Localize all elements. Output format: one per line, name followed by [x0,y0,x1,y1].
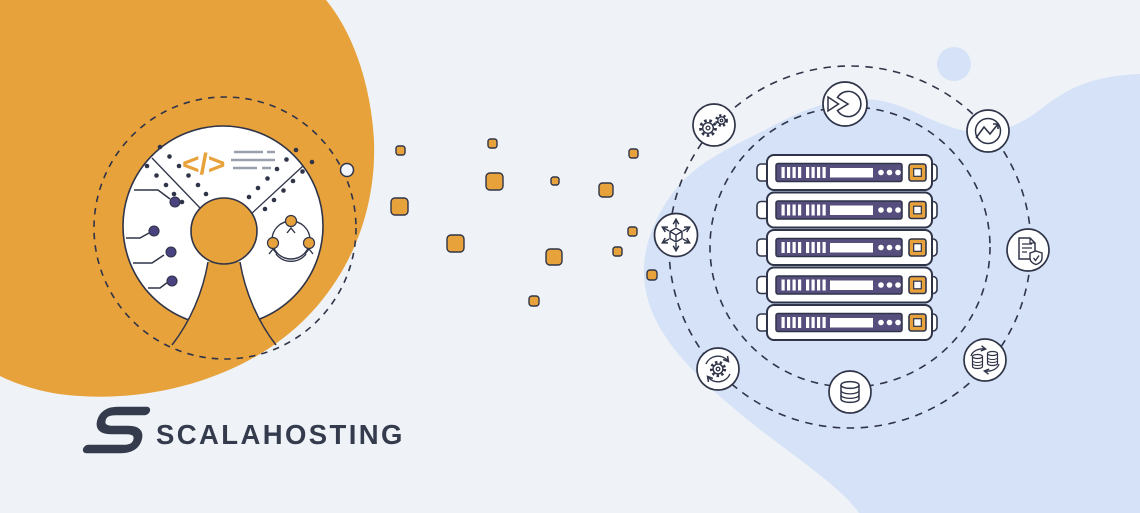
confetti-square [612,246,623,257]
confetti-square [395,145,406,156]
server-unit [756,304,938,341]
network-cube-icon [653,212,699,258]
document-shield-icon [1006,228,1050,272]
confetti-square [646,269,658,281]
confetti-square [545,248,563,266]
confetti-square [485,172,504,191]
confetti-square [487,138,498,149]
dot-band-left [144,144,209,210]
confetti-square [627,226,638,237]
dot-band-right [246,147,315,216]
confetti-square [528,295,540,307]
confetti-squares [390,138,658,307]
database-sync-icon [963,338,1007,382]
line-chart-icon [966,109,1010,153]
blue-dot [937,47,971,81]
server-rack [756,154,938,341]
confetti-square [598,182,614,198]
confetti-square [446,234,465,253]
pie-arrow-icon [822,81,868,127]
gears-icon [692,103,736,147]
server-unit [756,154,938,191]
keyhole-cutout [171,197,277,346]
confetti-square [628,148,639,159]
brand-logo-text: SCALAHOSTING [156,419,405,450]
keyhole-orbit-node [339,162,355,178]
server-unit [756,191,938,229]
code-text-lines [231,150,275,170]
keyhole-illustration: </> [122,125,324,346]
brand-logo: SCALAHOSTING [82,406,405,454]
circuit-traces [126,189,181,289]
network-nodes-icon [266,214,316,263]
confetti-square [550,176,560,186]
keyhole-orbit-ring [93,96,357,360]
confetti-square [390,197,409,216]
database-icon [828,370,872,414]
server-unit [756,229,938,266]
brand-logo-mark [82,406,151,454]
gear-sync-icon [696,347,740,391]
server-unit [756,266,938,304]
